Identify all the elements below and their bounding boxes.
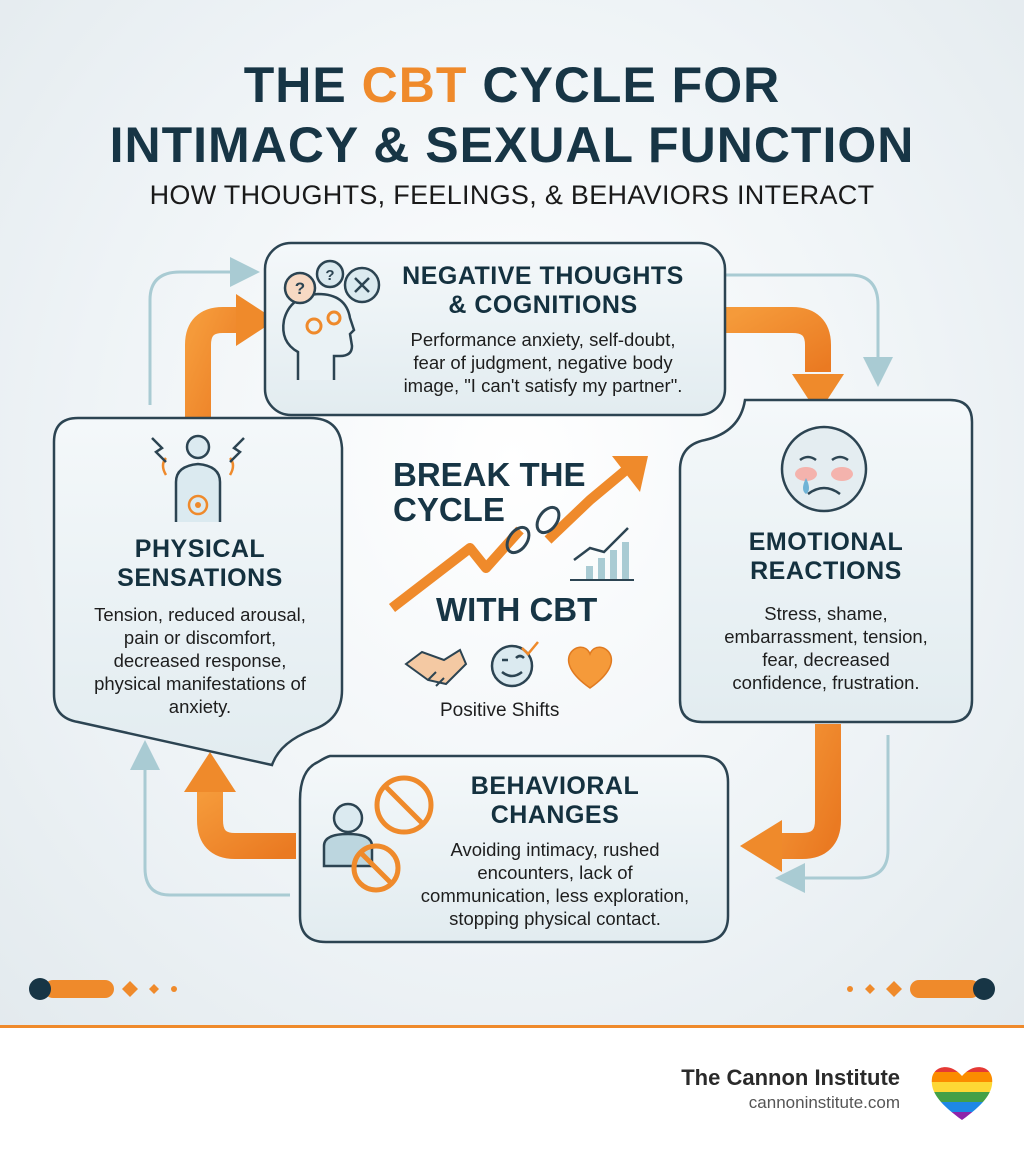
cycle-diagram: ? ? <box>29 241 995 1000</box>
svg-text:?: ? <box>295 279 305 298</box>
orange-cycle-arrows <box>185 307 841 859</box>
body-tension-icon <box>151 434 245 522</box>
title-accent: CBT <box>361 57 468 113</box>
heart-icon <box>567 646 613 689</box>
svg-text:?: ? <box>325 267 334 284</box>
thin-flow-arrows <box>130 257 893 897</box>
card-physical-body: Tension, reduced arousal, pain or discom… <box>94 603 306 718</box>
orange-arrowheads <box>184 294 844 872</box>
card-thoughts-text: NEGATIVE THOUGHTS & COGNITIONS Performan… <box>388 262 698 397</box>
footer <box>0 1025 1024 1154</box>
handshake-icon <box>404 648 468 687</box>
page-title-line1: THE CBT CYCLE FOR <box>243 57 781 113</box>
wink-face-icon <box>490 641 539 688</box>
card-behavior <box>298 754 730 944</box>
card-emotions-title: EMOTIONAL REACTIONS <box>748 528 904 585</box>
rainbow-heart-logo <box>931 1067 993 1120</box>
card-behavior-title: BEHAVIORAL CHANGES <box>470 772 640 829</box>
card-thoughts-body: Performance anxiety, self-doubt, fear of… <box>403 328 683 396</box>
center-title-with-cbt: WITH CBT <box>436 591 598 628</box>
card-emotions <box>678 398 974 724</box>
page-subtitle: HOW THOUGHTS, FEELINGS, & BEHAVIORS INTE… <box>149 180 875 210</box>
card-physical-title: PHYSICAL SENSATIONS <box>117 535 283 592</box>
card-physical-text: PHYSICAL SENSATIONS Tension, reduced aro… <box>60 535 340 718</box>
no-touch-person-icon <box>322 775 434 893</box>
card-behavior-body: Avoiding intimacy, rushed encounters, la… <box>420 838 690 929</box>
card-emotions-text: EMOTIONAL REACTIONS Stress, shame, embar… <box>690 528 962 694</box>
brand: The Cannon Institute cannoninstitute.com <box>681 1065 900 1113</box>
card-behavior-text: BEHAVIORAL CHANGES Avoiding intimacy, ru… <box>400 772 710 930</box>
card-thoughts-title: NEGATIVE THOUGHTS & COGNITIONS <box>402 262 684 319</box>
broken-chain-arrow-icon <box>388 456 648 612</box>
center-caption: Positive Shifts <box>440 700 560 721</box>
center-title-break: BREAK THE CYCLE <box>393 456 586 528</box>
decorative-divider-right <box>847 978 995 1000</box>
card-physical <box>52 416 344 767</box>
decorative-divider-left <box>29 978 177 1000</box>
brand-url[interactable]: cannoninstitute.com <box>748 1093 900 1112</box>
brand-name: The Cannon Institute <box>681 1065 900 1090</box>
sad-face-icon <box>780 425 868 513</box>
card-emotions-body: Stress, shame, embarrassment, tension, f… <box>724 602 928 693</box>
page-title-line2: INTIMACY & SEXUAL FUNCTION <box>109 117 915 173</box>
thought-bubbles-head-icon: ? ? <box>282 259 381 380</box>
